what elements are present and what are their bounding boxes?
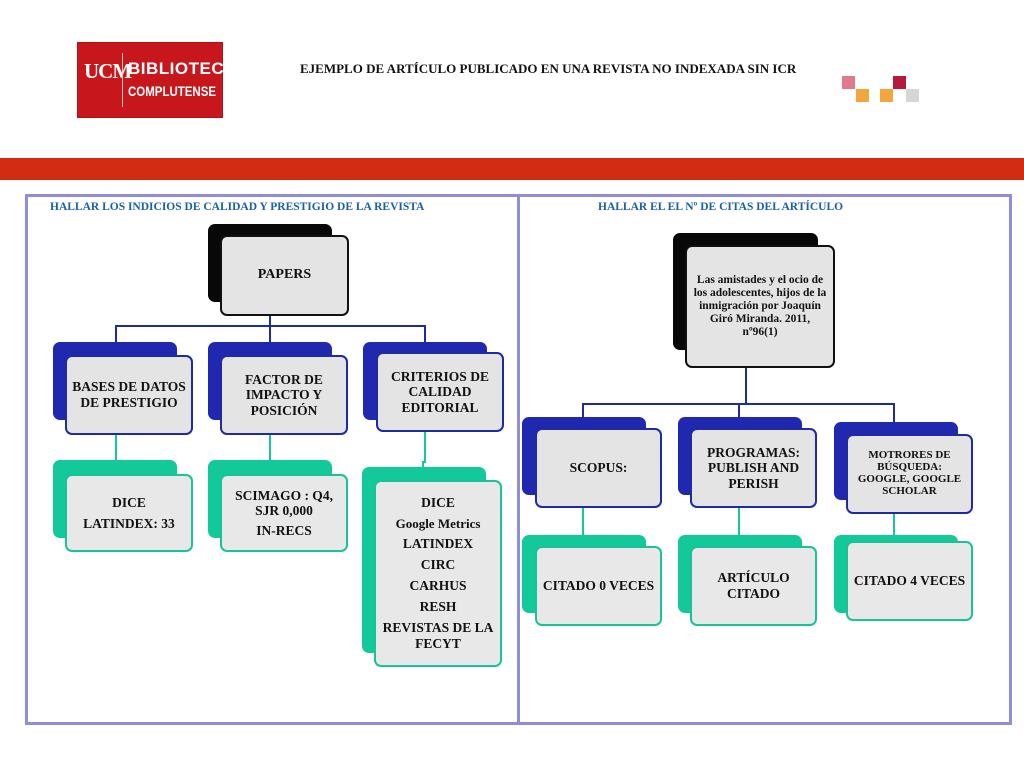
- branch-title: MOTRORES DE BÚSQUEDA: GOOGLE, GOOGLE SCH…: [857, 449, 962, 497]
- leaf-item: LATINDEX: 33: [83, 515, 175, 531]
- leaf-item: IN-RECS: [256, 522, 312, 538]
- leaf-item: Google Metrics: [395, 516, 481, 532]
- ucm-library-logo: UCM BIBLIOTECA COMPLUTENSE: [77, 42, 237, 118]
- right-panel: [517, 194, 1012, 725]
- branch-title: FACTOR DE IMPACTO Y POSICIÓN: [245, 371, 323, 418]
- leaf-item: RESH: [419, 599, 457, 615]
- page-title: EJEMPLO DE ARTÍCULO PUBLICADO EN UNA REV…: [300, 61, 797, 76]
- leaf-item: SCIMAGO : Q4, SJR 0,000: [235, 487, 333, 519]
- right-heading: HALLAR EL EL Nº DE CITAS DEL ARTÍCULO: [598, 201, 844, 213]
- decor-square: [842, 76, 855, 89]
- leaf-item: CARHUS: [409, 578, 467, 594]
- branch-title: PROGRAMAS: PUBLISH AND PERISH: [707, 444, 800, 491]
- logo-line2-text: COMPLUTENSE: [128, 83, 217, 99]
- leaf-item: LATINDEX: [402, 536, 474, 552]
- branch-title: CRITERIOS DE CALIDAD EDITORIAL: [391, 368, 489, 415]
- leaf-item: DICE: [112, 494, 146, 510]
- root-label: Las amistades y el ocio de los adolescen…: [693, 274, 827, 338]
- result-label: ARTÍCULO CITADO: [717, 570, 790, 601]
- decor-square: [880, 89, 893, 102]
- logo-divider: [122, 53, 123, 107]
- leaf-item: DICE: [421, 495, 455, 511]
- root-label: PAPERS: [220, 235, 349, 316]
- result-label: CITADO 0 VECES: [542, 578, 655, 594]
- leaf-item: CIRC: [420, 557, 456, 573]
- result-label: CITADO 4 VECES: [853, 573, 966, 589]
- header-band: [0, 158, 1024, 180]
- logo-line1-text: BIBLIOTECA: [128, 59, 237, 78]
- decor-square: [893, 76, 906, 89]
- left-heading: HALLAR LOS INDICIOS DE CALIDAD Y PRESTIG…: [50, 201, 425, 213]
- branch-title: BASES DE DATOS DE PRESTIGIO: [72, 379, 186, 410]
- decor-square: [906, 89, 919, 102]
- decor-square: [856, 89, 869, 102]
- leaf-item: REVISTAS DE LA FECYT: [382, 620, 494, 651]
- branch-title: SCOPUS:: [569, 460, 628, 476]
